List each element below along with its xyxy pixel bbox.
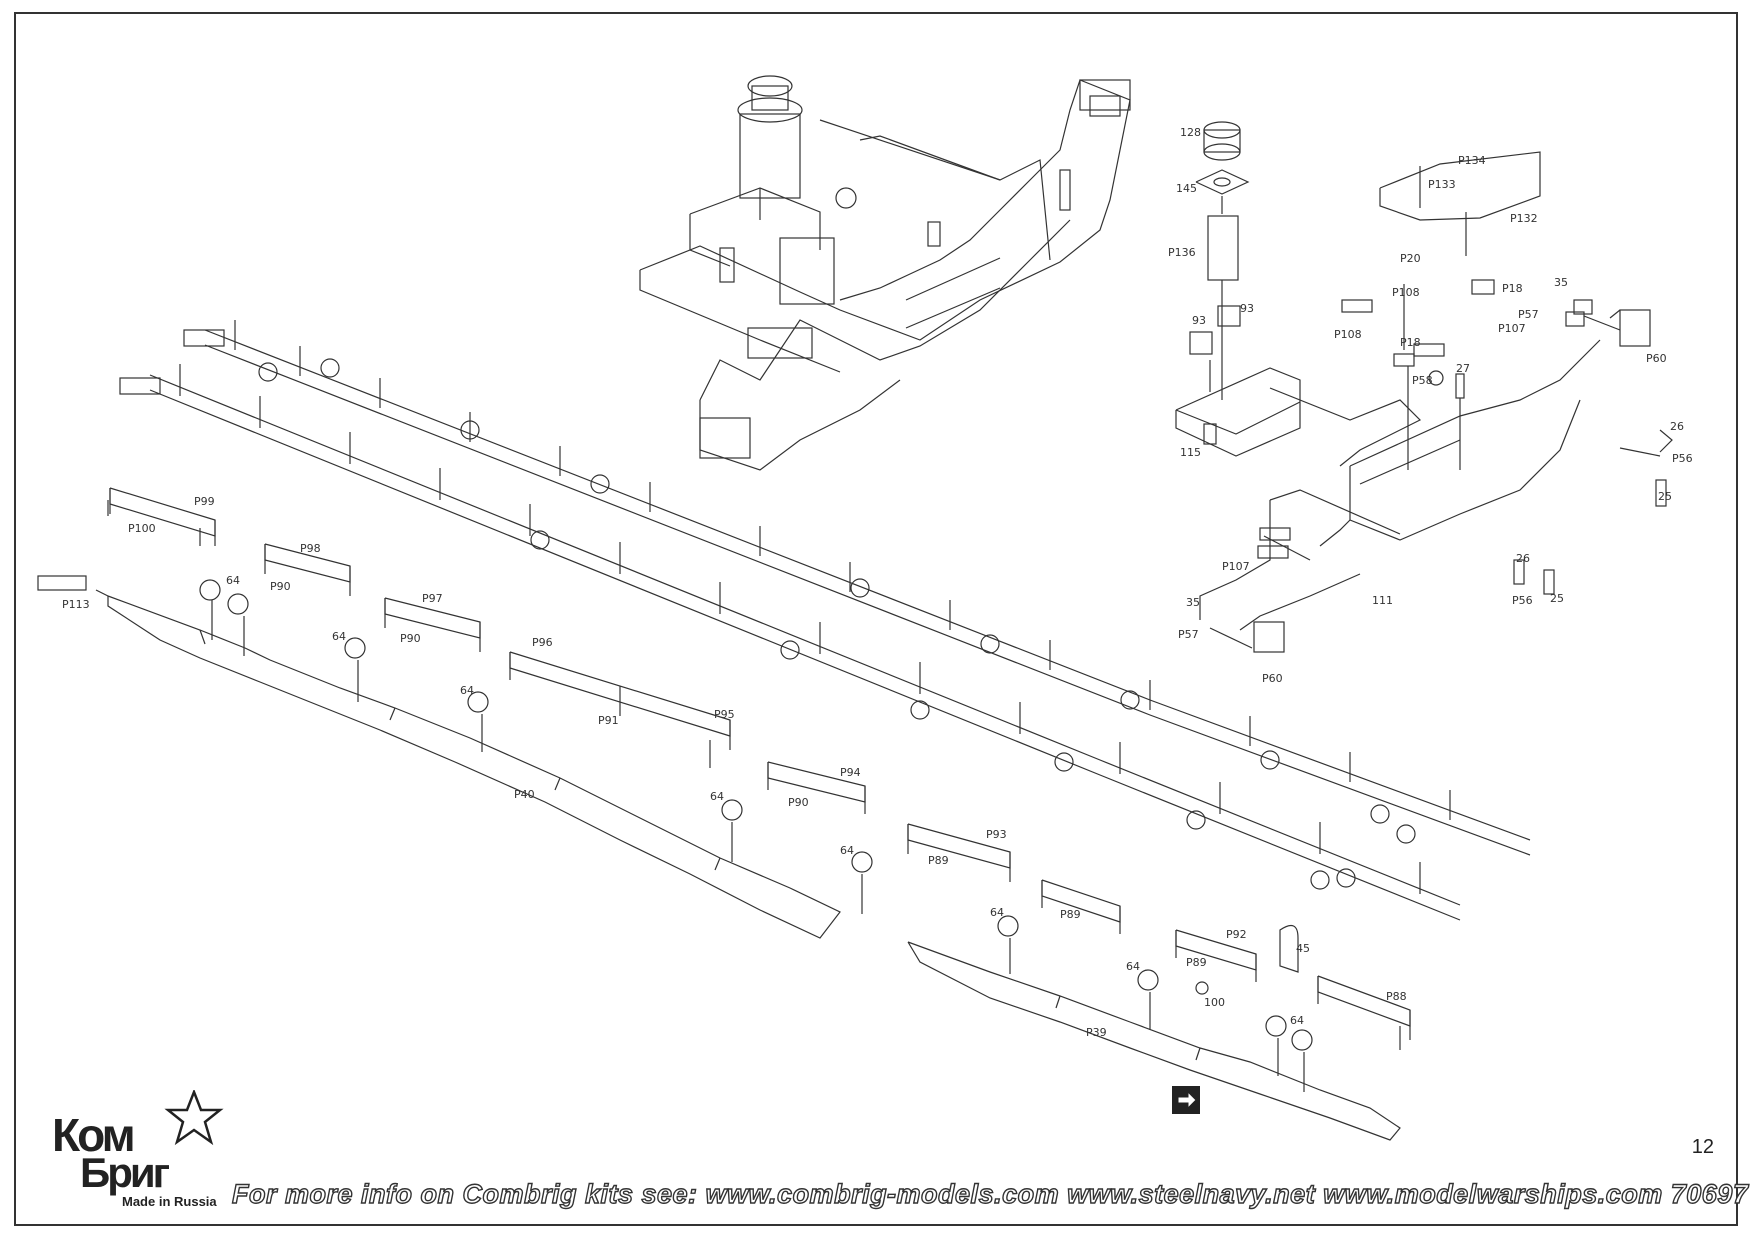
label-26-b: 26 — [1516, 552, 1530, 565]
label-p108-b: P108 — [1334, 328, 1362, 341]
label-93-a: 93 — [1192, 314, 1206, 327]
label-64-g: 64 — [1126, 960, 1140, 973]
page-number: 12 — [1691, 1136, 1714, 1158]
label-p40: P40 — [514, 788, 535, 801]
label-p99: P99 — [194, 495, 215, 508]
railing-p99 — [109, 487, 216, 546]
label-111: 111 — [1372, 594, 1393, 607]
label-p20: P20 — [1400, 252, 1421, 265]
rear-assembly-arrows — [1209, 196, 1661, 649]
railing-p93 — [907, 823, 1011, 882]
label-p97: P97 — [422, 592, 443, 605]
label-p18-b: P18 — [1400, 336, 1421, 349]
label-p60-a: P60 — [1646, 352, 1667, 365]
logo-subtitle: Made in Russia — [122, 1194, 217, 1209]
label-25-a: 25 — [1658, 490, 1672, 503]
label-p56-a: P56 — [1672, 452, 1693, 465]
label-64-h: 64 — [1290, 1014, 1304, 1027]
ladder-sections — [37, 299, 1445, 591]
label-p18-a: P18 — [1502, 282, 1523, 295]
label-p90a: P90 — [270, 580, 291, 593]
label-93-b: 93 — [1240, 302, 1254, 315]
label-p89c: P89 — [1186, 956, 1207, 969]
label-p89a: P89 — [928, 854, 949, 867]
label-p88: P88 — [1386, 990, 1407, 1003]
railing-strip-upper — [204, 320, 1531, 856]
label-115: 115 — [1180, 446, 1201, 459]
railing-p92 — [1175, 929, 1257, 982]
bridge-superstructure — [639, 75, 1131, 471]
page-frame — [14, 12, 1738, 1226]
label-p92: P92 — [1226, 928, 1247, 941]
label-p108-a: P108 — [1392, 286, 1420, 299]
label-p100: P100 — [128, 522, 156, 535]
railing-p98 — [264, 543, 351, 596]
label-p57-b: P57 — [1178, 628, 1199, 641]
ventilator-45 — [1279, 924, 1299, 973]
label-p96: P96 — [532, 636, 553, 649]
label-p90c: P90 — [788, 796, 809, 809]
label-p93: P93 — [986, 828, 1007, 841]
label-p136: P136 — [1168, 246, 1196, 259]
combrig-logo: Ком Бриг Made in Russia — [46, 1090, 231, 1210]
label-145: 145 — [1176, 182, 1197, 195]
assembly-arrows — [95, 500, 1401, 1092]
railing-p94 — [767, 761, 866, 814]
label-p107-b: P107 — [1222, 560, 1250, 573]
arrow-right-icon — [1177, 1090, 1197, 1110]
label-35-a: 35 — [1554, 276, 1568, 289]
deck-plate-p40 — [107, 595, 841, 939]
label-p89b: P89 — [1060, 908, 1081, 921]
label-p91: P91 — [598, 714, 619, 727]
logo-text-line2: Бриг — [80, 1149, 170, 1196]
footer-info-text: For more info on Combrig kits see: www.c… — [231, 1178, 1749, 1209]
railing-p96-p95 — [509, 651, 731, 750]
label-p107-a: P107 — [1498, 322, 1526, 335]
label-p56-b: P56 — [1512, 594, 1533, 607]
page-turn-icon — [1172, 1086, 1200, 1114]
label-64-c: 64 — [460, 684, 474, 697]
label-25-b: 25 — [1550, 592, 1564, 605]
railing-p89 — [1041, 879, 1121, 934]
label-64-d: 64 — [710, 790, 724, 803]
label-p113: P113 — [62, 598, 90, 611]
railing-p97 — [384, 597, 481, 652]
part-label-group: P113 P100 P99 P98 P90 P97 P90 P96 P91 P9… — [62, 126, 1693, 1039]
star-icon — [164, 1090, 224, 1146]
label-35-b: 35 — [1186, 596, 1200, 609]
label-64-a: 64 — [226, 574, 240, 587]
label-p98: P98 — [300, 542, 321, 555]
logo-text-line1: Ком — [52, 1109, 136, 1161]
label-p58: P58 — [1412, 374, 1433, 387]
label-p57-a: P57 — [1518, 308, 1539, 321]
label-p90b: P90 — [400, 632, 421, 645]
label-45: 45 — [1296, 942, 1310, 955]
label-p39: P39 — [1086, 1026, 1107, 1039]
label-128: 128 — [1180, 126, 1201, 139]
winch-parts — [199, 358, 1416, 1051]
rear-superstructure — [1175, 121, 1673, 653]
label-p94: P94 — [840, 766, 861, 779]
label-p95: P95 — [714, 708, 735, 721]
deck-plate-p39 — [907, 941, 1401, 1141]
label-27: 27 — [1456, 362, 1470, 375]
footer: For more info on Combrig kits see: www.c… — [231, 1174, 1748, 1214]
label-p132: P132 — [1510, 212, 1538, 225]
label-p60-b: P60 — [1262, 672, 1283, 685]
label-p134: P134 — [1458, 154, 1486, 167]
railing-p88 — [1317, 975, 1411, 1040]
label-64-e: 64 — [840, 844, 854, 857]
label-26-a: 26 — [1670, 420, 1684, 433]
label-64-b: 64 — [332, 630, 346, 643]
label-64-f: 64 — [990, 906, 1004, 919]
label-100: 100 — [1204, 996, 1225, 1009]
label-p133: P133 — [1428, 178, 1456, 191]
